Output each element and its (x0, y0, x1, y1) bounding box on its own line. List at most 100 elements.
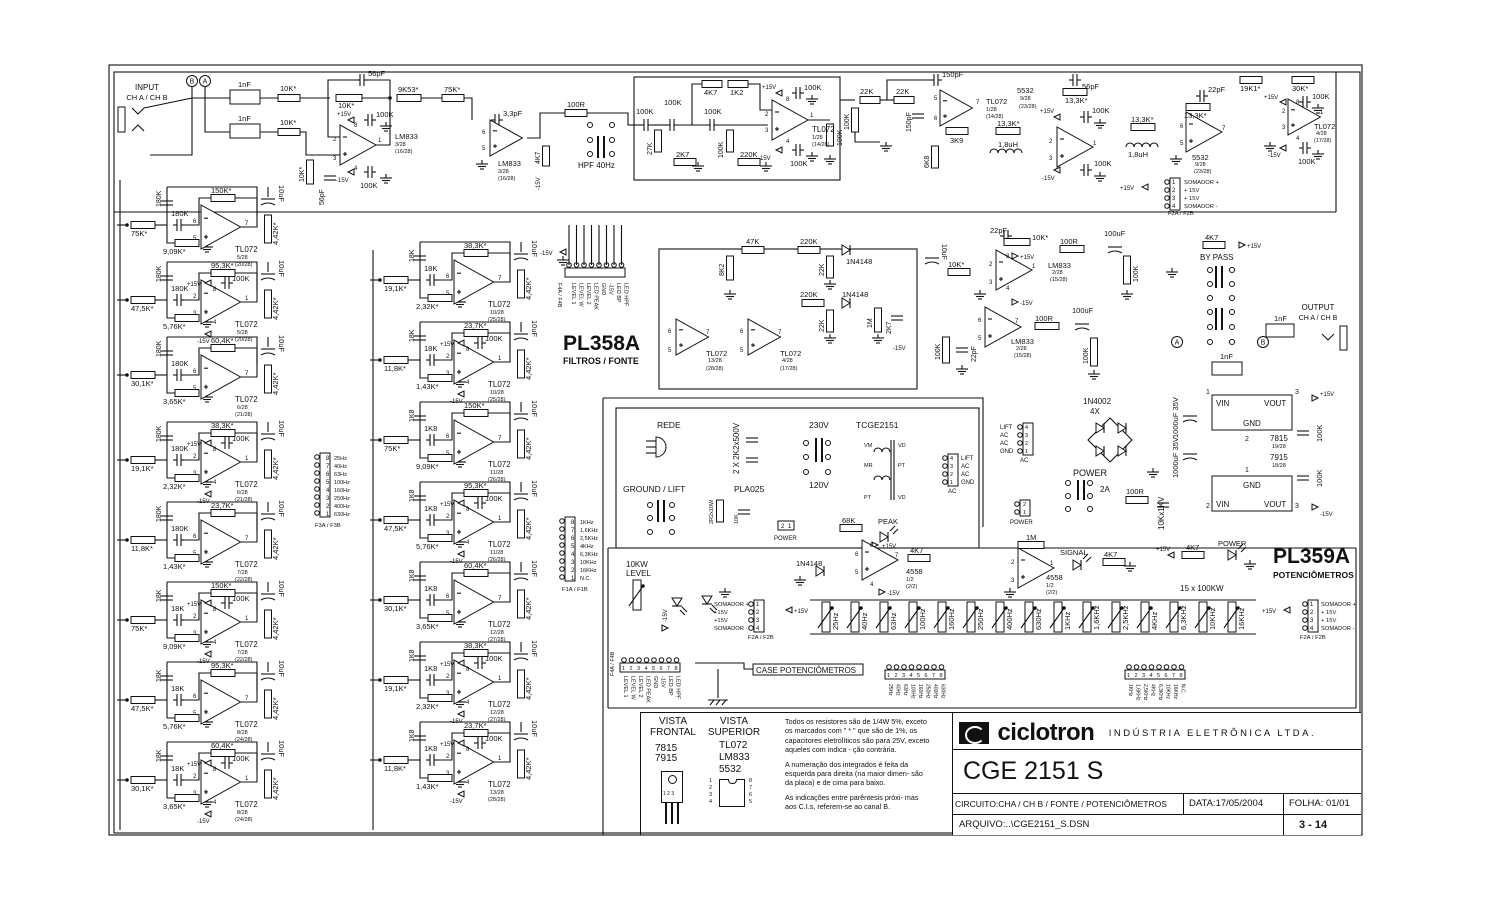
label: + 15V (1184, 196, 1199, 202)
bandpass-stage (117, 336, 276, 403)
capacitor (930, 74, 942, 86)
pin-number: 4 (1310, 626, 1314, 632)
pin-number: 6 (571, 536, 575, 542)
pin-number: 5 (446, 291, 450, 297)
label: 30,1K* (384, 604, 407, 613)
pin-number: 5 (934, 96, 938, 102)
resistor (947, 268, 971, 276)
pin-number: 4 (1150, 673, 1153, 679)
filter-cap-label: 1nF (238, 114, 251, 123)
led-icon (671, 597, 688, 616)
label: 100K (1092, 106, 1110, 115)
label: 12/28 (490, 710, 504, 716)
label: 220K (800, 237, 818, 246)
label: TL072 (488, 460, 511, 469)
label: 2K7 (676, 150, 689, 159)
opamp-symbol (861, 539, 900, 581)
pin-number: 1 (1320, 110, 1324, 116)
label: 100K (376, 110, 394, 119)
top-view-part-1: TL072 (719, 740, 748, 751)
label: 47,5K* (384, 524, 407, 533)
electrolytic-capacitor (513, 333, 529, 341)
label: 25Hz (334, 456, 347, 462)
summing-stage (114, 74, 1336, 213)
label: 100K (360, 181, 378, 190)
emi-filter-icon (1265, 323, 1295, 338)
pin-number: 2 (989, 262, 993, 268)
resistor (383, 676, 409, 684)
capacitor (1080, 164, 1092, 176)
supply-arrow-icon (346, 116, 355, 124)
resistor (1130, 123, 1156, 131)
pin-number: 3 (571, 560, 575, 566)
capacitor (746, 437, 758, 443)
date-label: DATA:17/05/2004 (1189, 798, 1264, 809)
ground-icon (1094, 172, 1106, 182)
label: 1 (1245, 467, 1249, 474)
pin-number: 5 (917, 673, 920, 679)
resistor (130, 371, 156, 379)
pin-number: 2 (895, 673, 898, 679)
label: 1,6KHz (1135, 684, 1141, 701)
opamp-symbol (939, 89, 974, 127)
label: 10uF (277, 740, 286, 758)
pin-number: 3 (193, 631, 197, 637)
pin-number: 6 (446, 594, 450, 600)
label: F4A / F4B (610, 651, 616, 676)
pot-label: 250Hz (976, 608, 985, 630)
label: (28/28) (706, 366, 724, 372)
pin-number: 4 (870, 582, 874, 588)
capacitor (706, 119, 718, 131)
label: (22/28) (235, 657, 253, 663)
pin-number: 8 (213, 767, 217, 773)
bandpass-stage (117, 501, 276, 568)
label: 4X (1090, 407, 1100, 416)
regulator-7815 (1211, 394, 1293, 431)
resistor (277, 128, 301, 136)
label: TL072 (488, 780, 511, 789)
label: 10K* (948, 260, 964, 269)
resistor (306, 159, 314, 185)
label: 18K (156, 749, 163, 762)
electrolytic-capacitor (513, 253, 529, 261)
supply-arrow-icon (456, 659, 465, 667)
label: 1N4002 (1083, 397, 1112, 406)
label: 23,7K* (464, 721, 487, 730)
output-jack-icon (1339, 325, 1348, 351)
inductor-icon (1125, 142, 1159, 148)
label: 180K (156, 265, 163, 282)
resistor (463, 409, 489, 417)
label: +15V (714, 618, 728, 624)
label: -15V (197, 819, 210, 825)
dip-pin: 6 (749, 792, 753, 798)
label: +15V (440, 662, 454, 668)
label: 5/28 (237, 330, 248, 336)
label: 8/28 (237, 810, 248, 816)
pin-number: 6 (855, 552, 859, 558)
pin-number: 6 (668, 329, 672, 335)
label: 250Hz (925, 684, 931, 699)
label: LED BP (615, 283, 621, 303)
capacitor (426, 274, 438, 286)
switch-contacts (647, 529, 675, 535)
pin-number: 5 (855, 570, 859, 576)
capacitor (221, 757, 233, 769)
label: -15V (1020, 301, 1033, 307)
capacitor (173, 294, 185, 306)
label: 1K8 (424, 504, 437, 513)
supply-arrow-icon (1282, 606, 1291, 614)
pin-number: 7 (932, 673, 935, 679)
label: 180K (171, 284, 189, 293)
label: 10uF (530, 400, 539, 418)
label: 100K (664, 98, 682, 107)
psu-section (1014, 394, 1320, 517)
company-logo-text: ciclotron (997, 719, 1095, 746)
ground-icon (1124, 562, 1136, 572)
pin-number: 6 (446, 434, 450, 440)
label: 3 (1295, 389, 1299, 396)
pin-number: 1 (245, 456, 249, 462)
label: 1K8 (409, 729, 416, 742)
pin-number: 2 (326, 504, 330, 510)
label: 22pF (971, 346, 978, 362)
